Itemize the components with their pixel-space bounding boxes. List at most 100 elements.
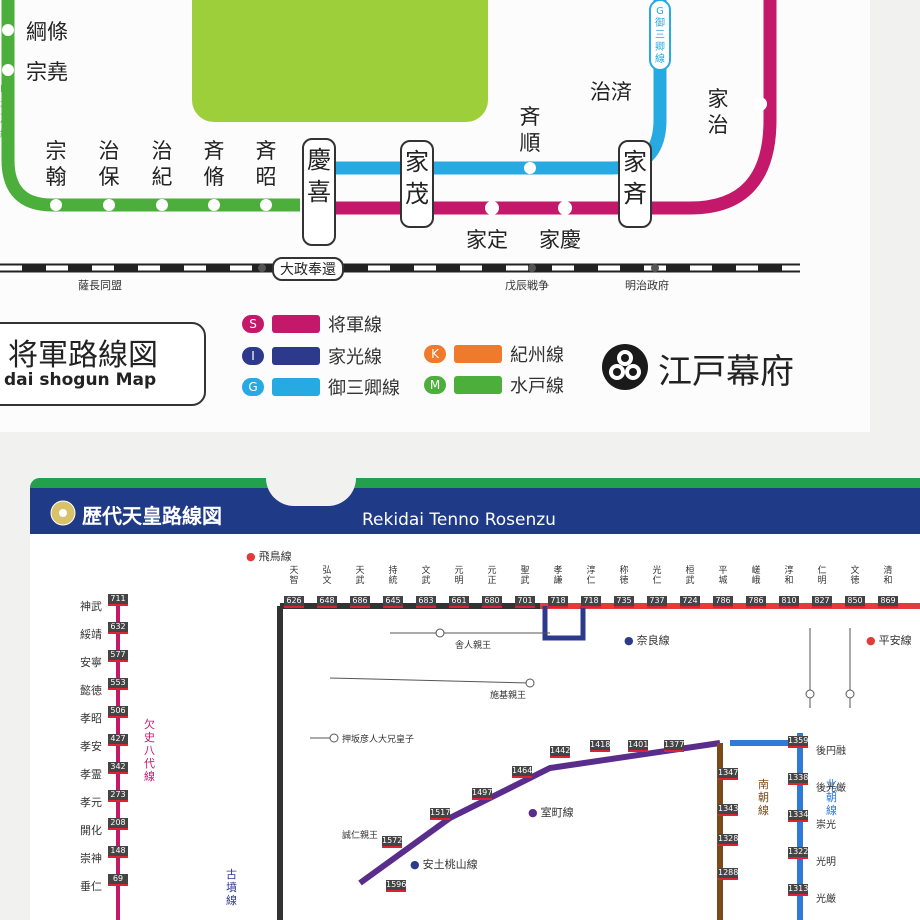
timeline-boshin: 戊辰戦争 bbox=[505, 279, 549, 292]
station-number-sub bbox=[788, 857, 808, 859]
title-jp: 将軍路線図 bbox=[8, 338, 158, 373]
station-number: 701 bbox=[515, 596, 535, 606]
station-number-sub bbox=[718, 814, 738, 816]
station-number: 661 bbox=[449, 596, 469, 606]
kesshi-station: 208 bbox=[108, 818, 128, 838]
emperor-station: 1464 bbox=[512, 766, 532, 786]
station-number: 626 bbox=[284, 596, 304, 606]
station-dot bbox=[524, 162, 536, 174]
timeline-satcho: 薩長同盟 bbox=[78, 279, 122, 292]
tenno-header: 歴代天皇路線図 Rekidai Tenno Rosenzu bbox=[30, 478, 920, 534]
station-number: 711 bbox=[108, 594, 128, 604]
kesshi-name: 開化 bbox=[80, 824, 102, 837]
line-nara: ●奈良線 bbox=[624, 633, 670, 648]
station-number: 786 bbox=[713, 596, 733, 606]
station-number: 1418 bbox=[590, 740, 611, 750]
station-number-sub bbox=[512, 776, 532, 778]
emperor-name: 天武 bbox=[355, 566, 365, 586]
chrysanthemum-icon bbox=[50, 500, 76, 526]
line-heian: ●平安線 bbox=[866, 633, 912, 648]
legend-label: 将軍線 bbox=[328, 315, 382, 336]
tenno-title-jp: 歴代天皇路線図 bbox=[82, 504, 222, 528]
station-number-sub bbox=[713, 606, 733, 608]
emperor-station: 850 bbox=[845, 596, 865, 616]
emperor-name: 文武 bbox=[421, 566, 431, 586]
emperor-name: 持統 bbox=[388, 566, 398, 586]
hokuchou-name: 光厳 bbox=[816, 894, 836, 905]
timeline-taisei-hokan: 大政奉還 bbox=[272, 257, 344, 281]
legend-code: G bbox=[242, 378, 264, 396]
legend-swatch bbox=[454, 345, 502, 363]
emperor-name: 清和 bbox=[883, 566, 893, 586]
station-number: 506 bbox=[108, 706, 128, 716]
emperor-name: 孝謙 bbox=[553, 566, 563, 586]
emperor-name: 聖武 bbox=[520, 566, 530, 586]
hokuchou-name: 光明 bbox=[816, 857, 836, 868]
station-number-sub bbox=[680, 606, 700, 608]
legend-kishu: K 紀州線 bbox=[424, 341, 564, 367]
station-nariaki: 斉昭 bbox=[255, 139, 277, 189]
station-number-sub bbox=[788, 783, 808, 785]
legend-label: 家光線 bbox=[328, 347, 382, 368]
station-keiki: 慶喜 bbox=[302, 138, 336, 246]
station-number-sub bbox=[108, 856, 128, 858]
station-number-sub bbox=[284, 606, 304, 608]
station-dot bbox=[485, 201, 499, 215]
legend-iemitsu: I 家光線 bbox=[242, 343, 382, 369]
emperor-name: 光仁 bbox=[652, 566, 662, 586]
line-muromachi: ●室町線 bbox=[528, 805, 574, 820]
station-number: 1401 bbox=[628, 740, 649, 750]
station-harutoshi: 治紀 bbox=[151, 139, 173, 189]
station-number: 645 bbox=[383, 596, 403, 606]
station-number: 553 bbox=[108, 678, 128, 688]
brand-edo-bakufu: 江戸幕府 bbox=[658, 352, 794, 392]
emperor-station: 686 bbox=[350, 596, 370, 616]
station-number: 1334 bbox=[788, 810, 809, 820]
kesshi-station: 632 bbox=[108, 622, 128, 642]
emperor-name: 仁明 bbox=[817, 566, 827, 586]
legend-mito: M 水戸線 bbox=[424, 372, 564, 398]
tokugawa-crest-icon bbox=[602, 344, 648, 390]
station-number-sub bbox=[472, 798, 492, 800]
station-number-sub bbox=[430, 818, 450, 820]
station-number-sub bbox=[548, 606, 568, 608]
station-munetaka: 宗堯 bbox=[26, 60, 68, 84]
station-number-sub bbox=[108, 772, 128, 774]
station-number-sub bbox=[108, 660, 128, 662]
station-number-sub bbox=[550, 756, 570, 758]
station-number: 1596 bbox=[386, 880, 407, 890]
green-area bbox=[192, 0, 488, 122]
station-number: 1288 bbox=[718, 868, 739, 878]
title-en: dai shogun Map bbox=[4, 370, 157, 390]
station-number: 208 bbox=[108, 818, 128, 828]
station-number-sub bbox=[108, 604, 128, 606]
hokuchou-station: 1313 bbox=[788, 884, 808, 904]
hokuchou-name: 崇光 bbox=[816, 820, 836, 831]
emperor-name: 淳仁 bbox=[586, 566, 596, 586]
legend-swatch bbox=[454, 376, 502, 394]
legend-swatch bbox=[272, 347, 320, 365]
station-number: 69 bbox=[108, 874, 128, 884]
tenno-map-lines bbox=[116, 596, 920, 920]
emperor-station: 718 bbox=[548, 596, 568, 616]
emperor-station: 1377 bbox=[664, 740, 684, 760]
station-number-sub bbox=[788, 894, 808, 896]
station-number: 1347 bbox=[718, 768, 739, 778]
emperor-station: 683 bbox=[416, 596, 436, 616]
emperor-station: 1343 bbox=[718, 804, 738, 824]
station-number: 1328 bbox=[718, 834, 739, 844]
emperor-station: 1497 bbox=[472, 788, 492, 808]
station-number: 273 bbox=[108, 790, 128, 800]
emperor-station: 1517 bbox=[430, 808, 450, 828]
station-number-sub bbox=[108, 744, 128, 746]
station-iemochi: 家茂 bbox=[400, 140, 434, 228]
emperor-name: 文徳 bbox=[850, 566, 860, 586]
kesshi-name: 孝昭 bbox=[80, 712, 102, 725]
emperor-station: 1347 bbox=[718, 768, 738, 788]
line-nanchou: 南朝線 bbox=[758, 778, 769, 817]
station-number: 718 bbox=[548, 596, 568, 606]
emperor-station: 1572 bbox=[382, 836, 402, 856]
legend-code: M bbox=[424, 376, 446, 394]
kesshi-name: 安寧 bbox=[80, 656, 102, 669]
station-number-sub bbox=[383, 606, 403, 608]
